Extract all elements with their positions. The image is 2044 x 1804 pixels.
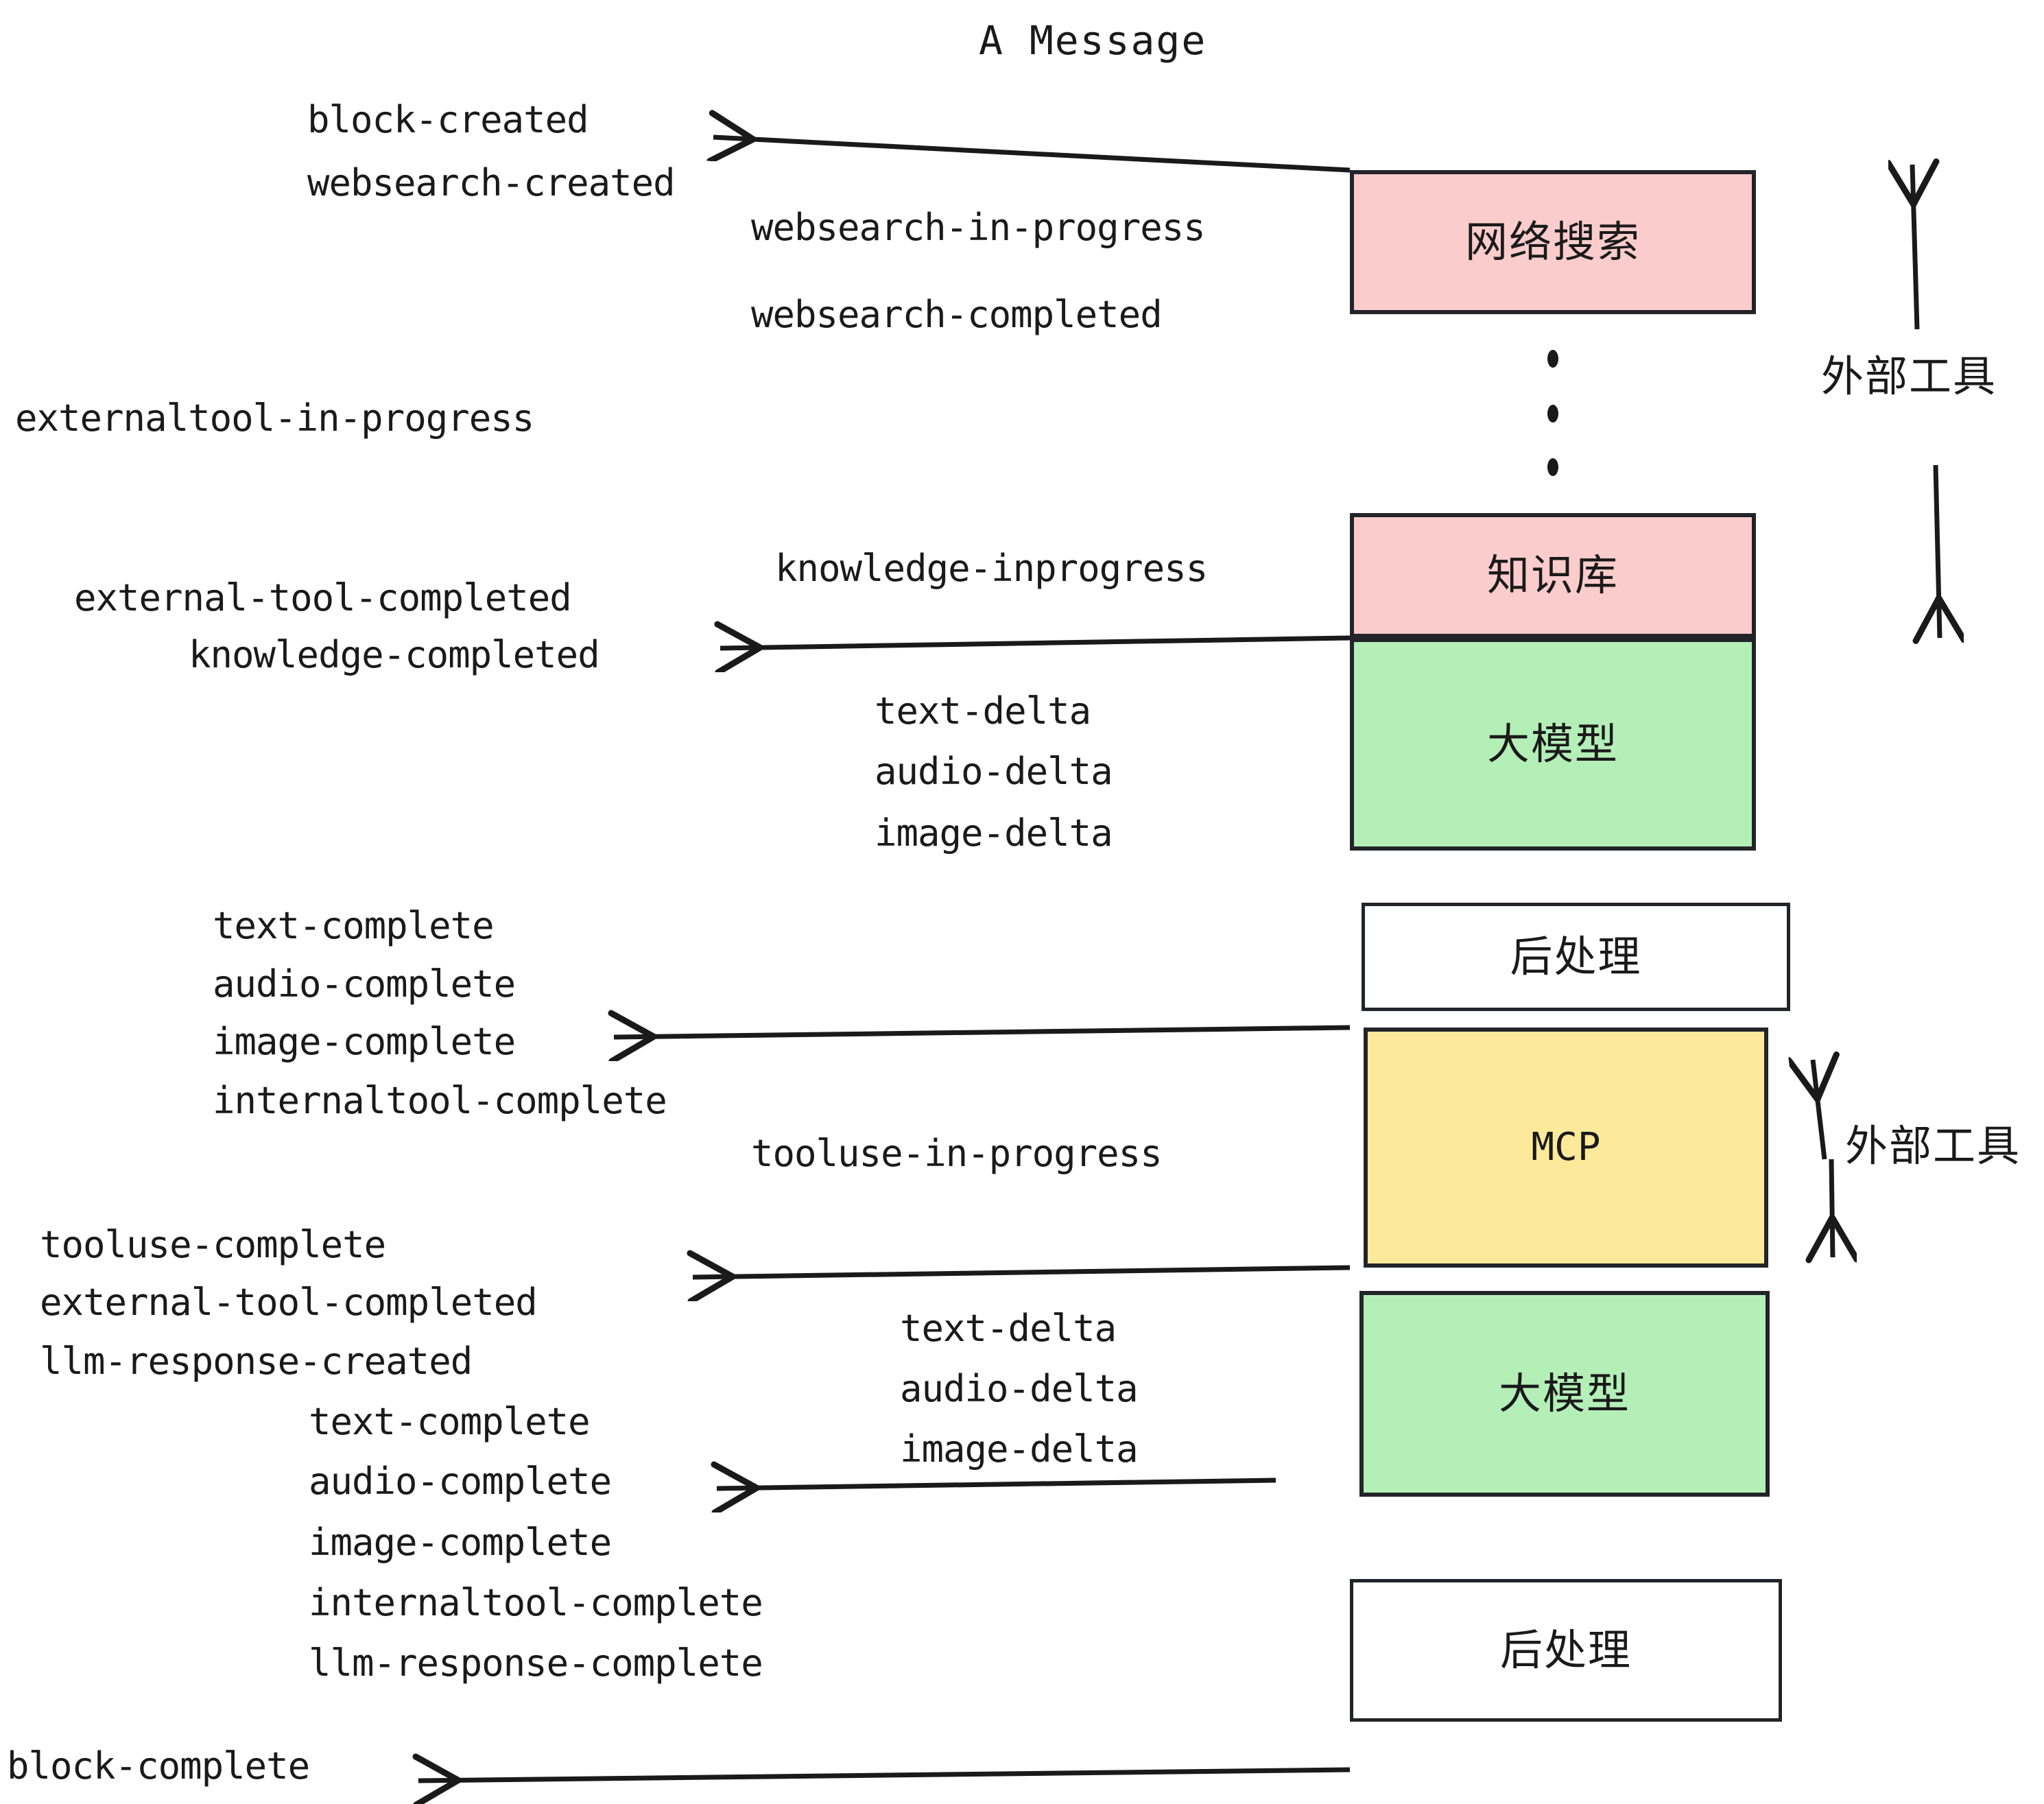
- event-tooluse-in-progress: tooluse-in-progress: [751, 1132, 1163, 1175]
- event-text-complete-2: text-complete: [309, 1400, 591, 1443]
- event-websearch-in-progress: websearch-in-progress: [751, 206, 1206, 249]
- event-image-delta-1: image-delta: [875, 811, 1113, 855]
- event-block-created: block-created: [307, 98, 589, 141]
- event-audio-complete-2: audio-complete: [309, 1460, 612, 1503]
- label-external-tools-top: 外部工具: [1821, 351, 1997, 401]
- event-externaltool-in-progress: externaltool-in-progress: [15, 396, 534, 440]
- box-llm-second[interactable]: 大模型: [1359, 1291, 1770, 1497]
- box-llm-first-label: 大模型: [1486, 719, 1619, 769]
- event-tooluse-complete: tooluse-complete: [40, 1223, 386, 1266]
- ellipsis-dot-1: [1547, 350, 1558, 368]
- arrow-block-complete: [418, 1770, 1351, 1781]
- box-websearch-label: 网络搜索: [1464, 217, 1641, 267]
- box-websearch[interactable]: 网络搜索: [1350, 170, 1756, 314]
- event-websearch-completed: websearch-completed: [751, 293, 1163, 336]
- box-postprocess-second-label: 后处理: [1499, 1625, 1632, 1675]
- arrow-external-tools-top-down: [1936, 464, 1940, 638]
- label-external-tools-bottom: 外部工具: [1845, 1121, 2021, 1171]
- arrow-external-tools-top-up: [1912, 165, 1917, 330]
- event-audio-complete-1: audio-complete: [213, 962, 516, 1006]
- box-knowledge[interactable]: 知识库: [1350, 513, 1756, 638]
- event-external-tool-completed-1: external-tool-completed: [74, 576, 572, 619]
- arrow-websearch-created: [713, 137, 1351, 173]
- ellipsis-dot-2: [1547, 405, 1558, 423]
- page-title: A Message: [979, 17, 1207, 64]
- event-internaltool-complete-2: internaltool-complete: [309, 1581, 763, 1624]
- event-audio-delta-1: audio-delta: [875, 750, 1113, 793]
- box-mcp[interactable]: MCP: [1364, 1028, 1768, 1268]
- event-llm-response-complete: llm-response-complete: [309, 1641, 763, 1685]
- event-image-complete-2: image-complete: [309, 1521, 612, 1564]
- arrow-tooluse-complete: [693, 1268, 1351, 1277]
- event-knowledge-inprogress: knowledge-inprogress: [775, 547, 1208, 590]
- ellipsis-dot-3: [1547, 458, 1558, 476]
- event-audio-delta-2: audio-delta: [900, 1367, 1139, 1410]
- event-knowledge-completed: knowledge-completed: [189, 633, 600, 676]
- event-text-complete-1: text-complete: [213, 904, 495, 947]
- event-image-delta-2: image-delta: [900, 1427, 1139, 1471]
- event-external-tool-completed-2: external-tool-completed: [40, 1281, 538, 1324]
- event-internaltool-complete-1: internaltool-complete: [213, 1079, 667, 1122]
- arrow-image-complete: [614, 1028, 1351, 1037]
- box-llm-first[interactable]: 大模型: [1350, 638, 1756, 851]
- event-block-complete: block-complete: [7, 1744, 310, 1788]
- event-text-delta-1: text-delta: [875, 689, 1091, 733]
- box-knowledge-label: 知识库: [1486, 550, 1619, 600]
- event-llm-response-created: llm-response-created: [40, 1340, 473, 1383]
- arrow-knowledge-completed: [720, 638, 1351, 648]
- event-image-complete-1: image-complete: [213, 1020, 516, 1063]
- arrow-external-tools-bottom-up: [1813, 1060, 1825, 1160]
- box-postprocess-first-label: 后处理: [1510, 931, 1642, 982]
- event-websearch-created: websearch-created: [307, 161, 676, 204]
- box-postprocess-first[interactable]: 后处理: [1362, 903, 1790, 1011]
- arrow-audio-complete: [717, 1480, 1276, 1488]
- box-postprocess-second[interactable]: 后处理: [1350, 1579, 1782, 1722]
- event-text-delta-2: text-delta: [900, 1307, 1117, 1350]
- arrow-external-tools-bottom-down: [1831, 1159, 1833, 1257]
- box-llm-second-label: 大模型: [1498, 1368, 1630, 1419]
- box-mcp-label: MCP: [1531, 1125, 1601, 1170]
